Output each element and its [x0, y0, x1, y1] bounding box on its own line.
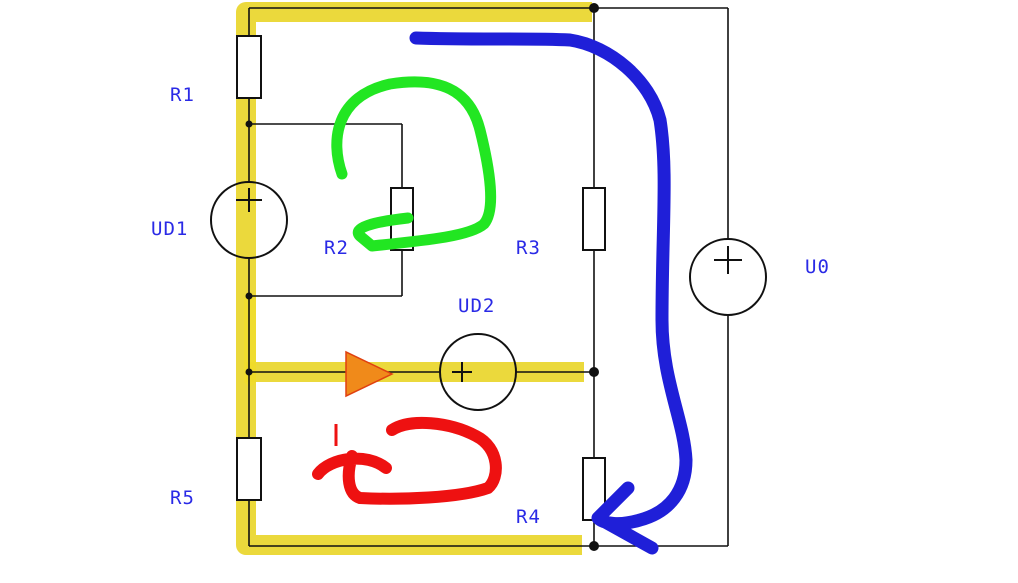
label-r5: R5: [170, 487, 195, 509]
voltage-source-ud1: [210, 181, 288, 259]
yellow-highlight-path: [236, 2, 592, 555]
label-r4: R4: [516, 506, 541, 528]
label-r1: R1: [170, 84, 195, 106]
label-ud2: UD2: [458, 295, 495, 317]
circuit-wires: [248, 7, 729, 547]
current-direction-arrow-icon: [345, 350, 394, 398]
label-r2: R2: [324, 237, 349, 259]
junction-dots: [245, 3, 599, 551]
voltage-source-u0: [689, 238, 767, 316]
red-loop-arrow: [312, 416, 502, 505]
resistor-r5: [236, 437, 262, 501]
blue-loop-arrow: [409, 31, 693, 555]
resistor-r1: [236, 35, 262, 99]
resistor-r3: [582, 187, 606, 251]
label-ud1: UD1: [151, 218, 188, 240]
label-u0: U0: [805, 256, 830, 278]
green-loop-arrow: [331, 76, 497, 252]
label-r3: R3: [516, 237, 541, 259]
voltage-source-ud2: [439, 333, 517, 411]
